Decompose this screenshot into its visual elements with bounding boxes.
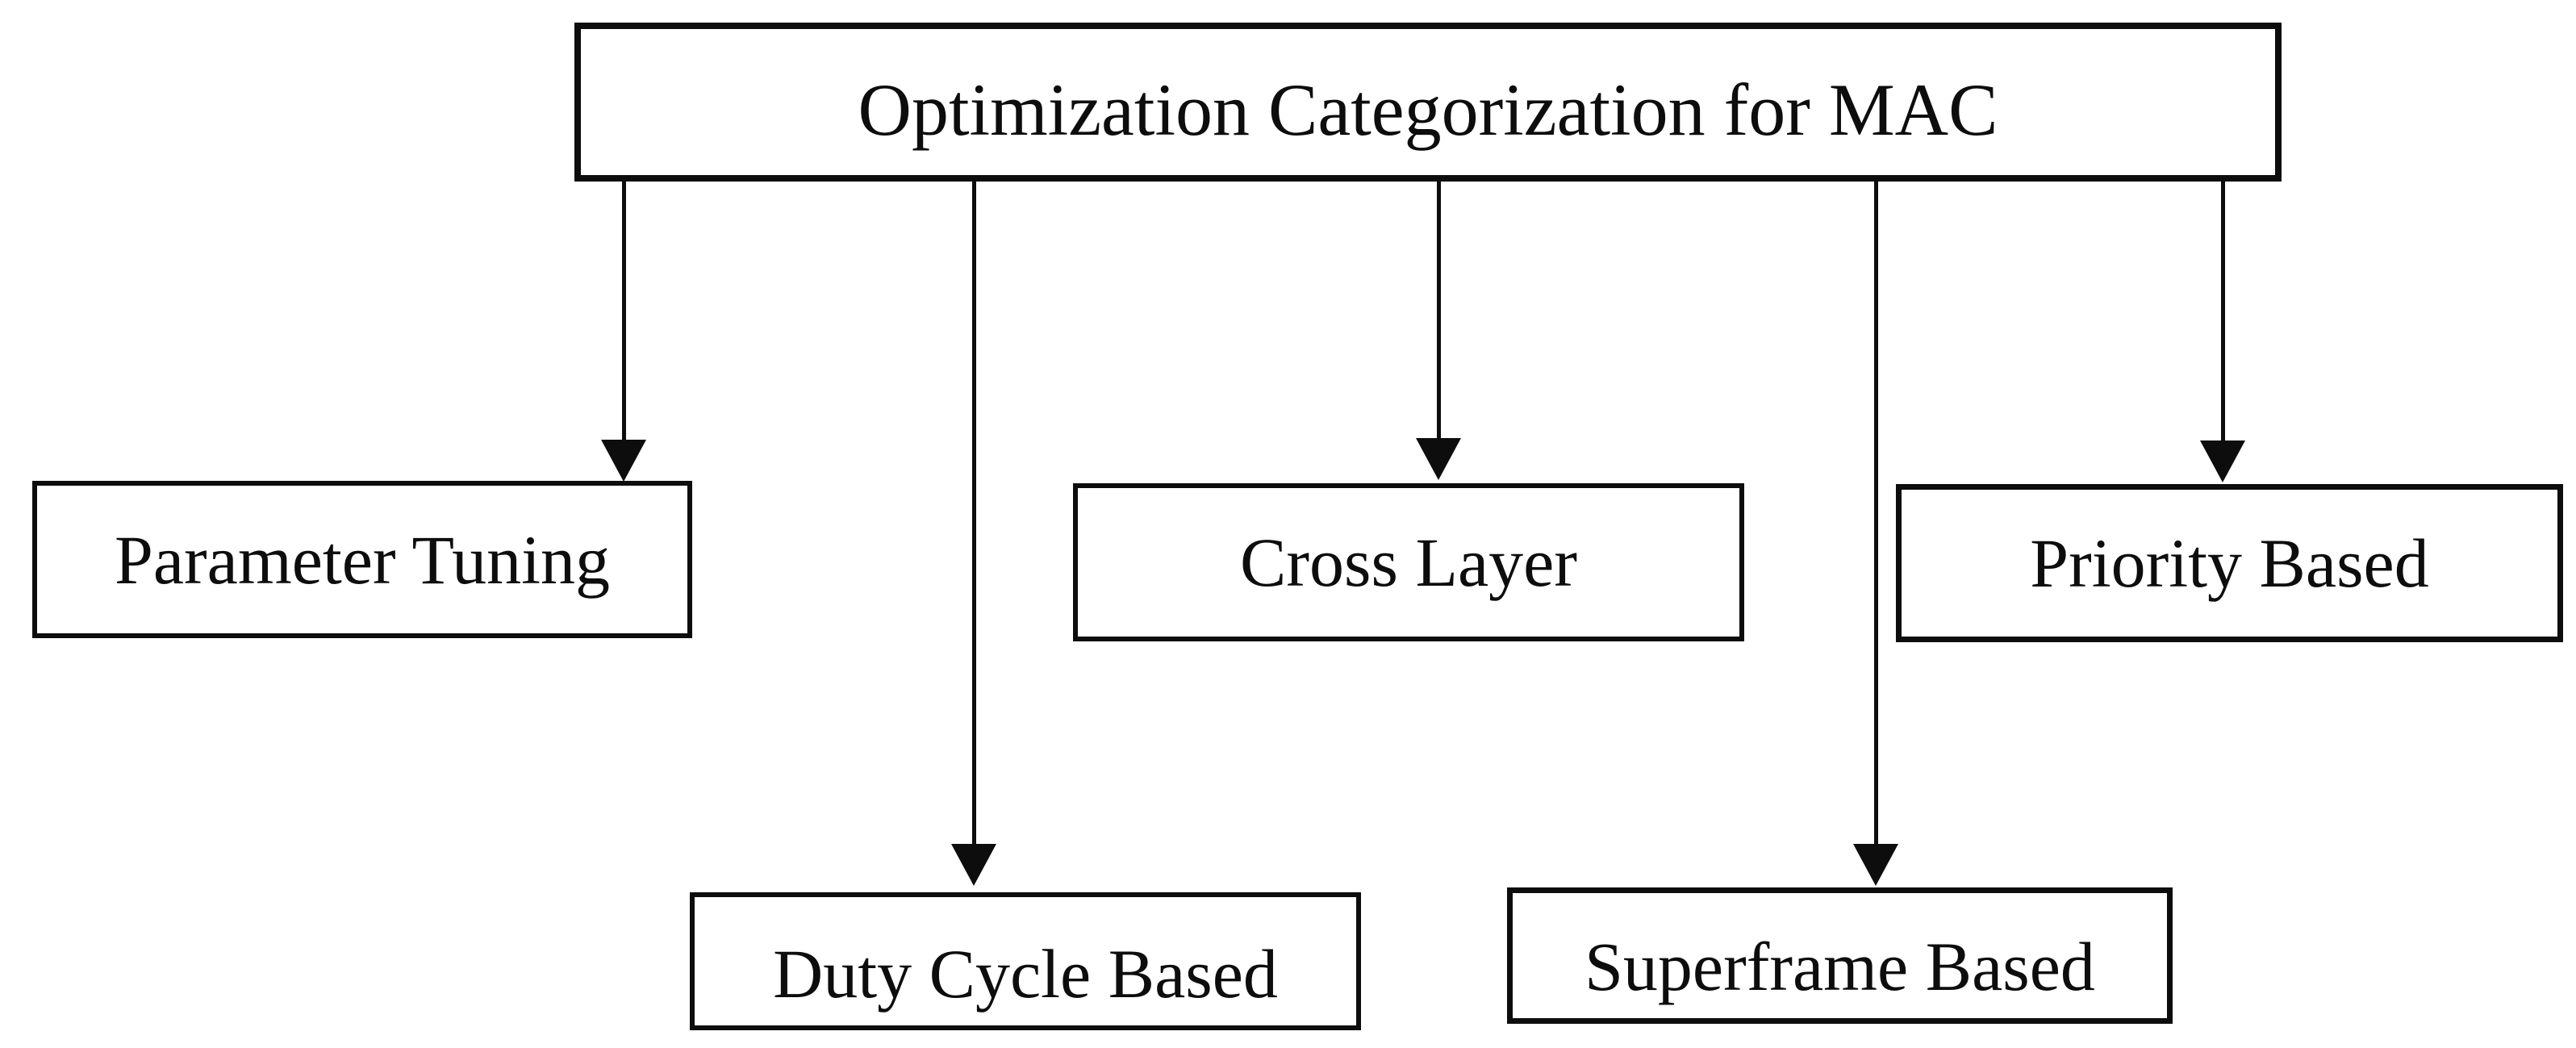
node-label: Priority Based bbox=[2030, 524, 2429, 602]
node-label: Cross Layer bbox=[1240, 524, 1577, 601]
node-priority-based: Priority Based bbox=[1896, 484, 2563, 642]
arrowhead-down-icon bbox=[1416, 438, 1461, 480]
arrow-line bbox=[2221, 182, 2225, 442]
arrow-line bbox=[622, 182, 626, 441]
node-label: Optimization Categorization for MAC bbox=[858, 68, 1998, 151]
arrowhead-down-icon bbox=[1853, 844, 1898, 886]
node-optimization-categorization: Optimization Categorization for MAC bbox=[574, 23, 2282, 182]
arrow-line bbox=[972, 182, 976, 845]
node-label: Parameter Tuning bbox=[115, 520, 610, 599]
node-label: Duty Cycle Based bbox=[773, 934, 1278, 1013]
arrow-line bbox=[1874, 182, 1878, 845]
arrow-line bbox=[1437, 182, 1441, 440]
node-parameter-tuning: Parameter Tuning bbox=[32, 481, 692, 638]
arrowhead-down-icon bbox=[951, 844, 996, 886]
arrowhead-down-icon bbox=[2200, 440, 2245, 482]
node-cross-layer: Cross Layer bbox=[1073, 483, 1744, 641]
node-duty-cycle-based: Duty Cycle Based bbox=[690, 892, 1361, 1030]
node-label: Superframe Based bbox=[1584, 927, 2095, 1005]
arrowhead-down-icon bbox=[601, 440, 646, 482]
node-superframe-based: Superframe Based bbox=[1507, 887, 2173, 1024]
